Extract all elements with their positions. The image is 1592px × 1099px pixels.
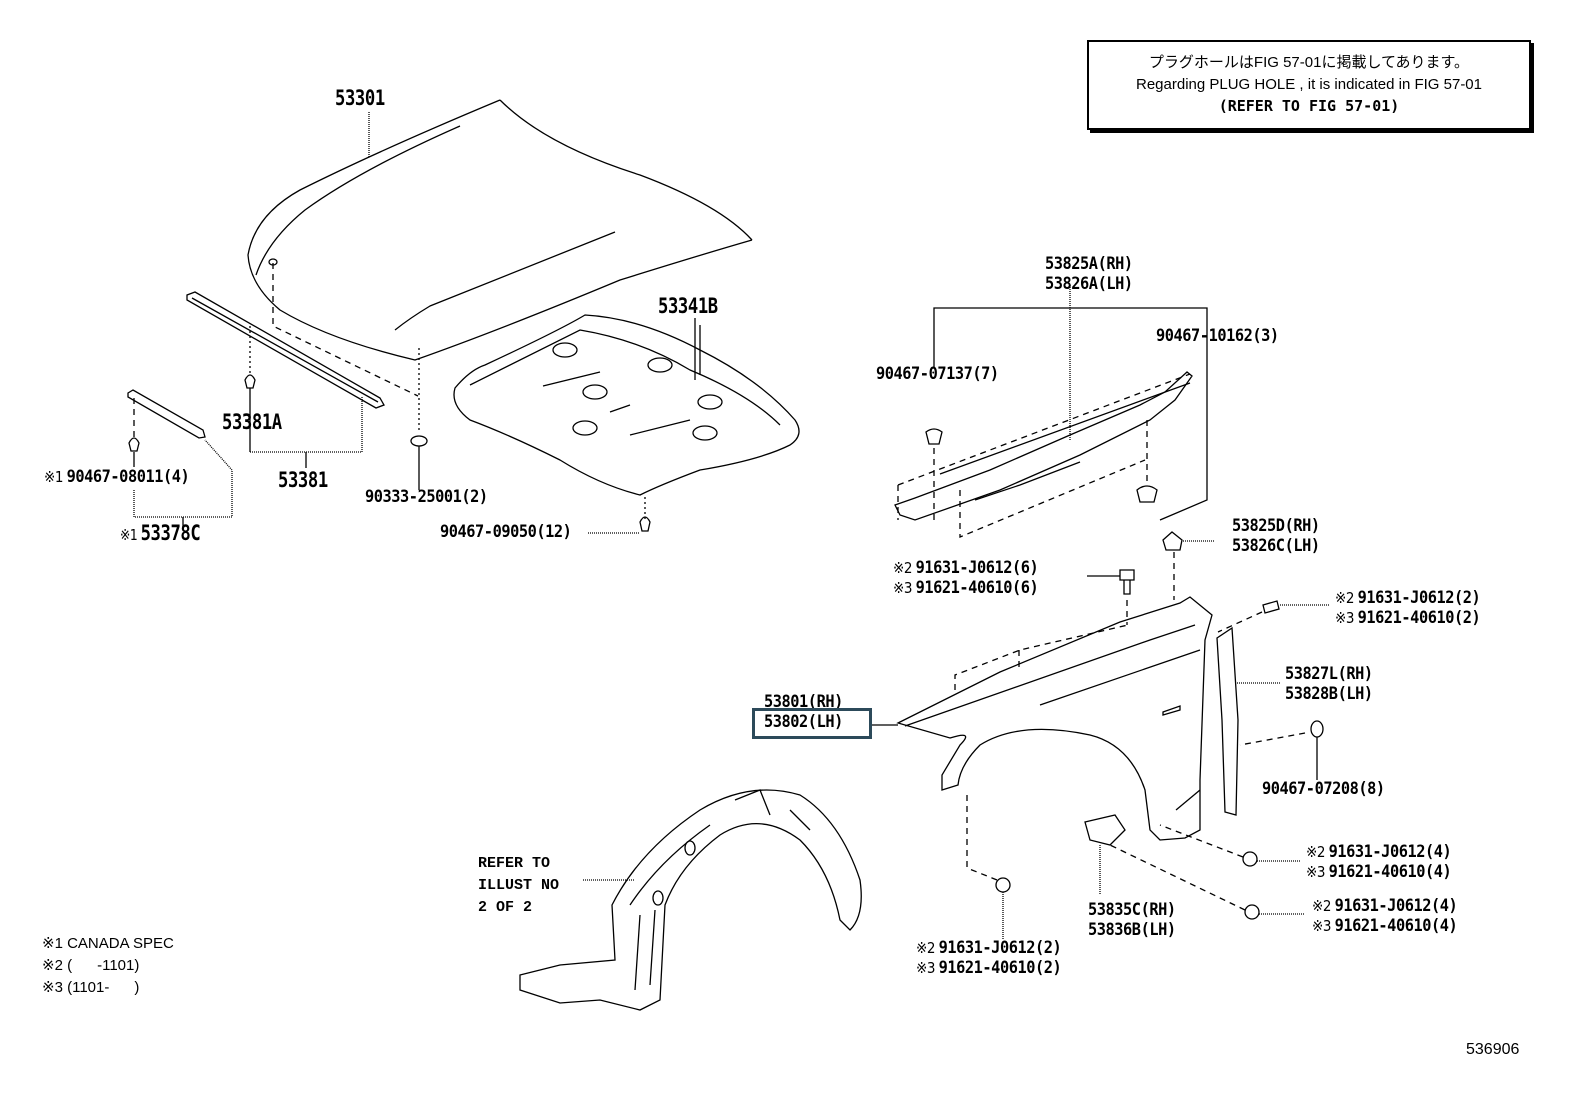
part-lh: 53802(LH) [764, 712, 843, 732]
part-label-clip-09050[interactable]: 90467-09050(12) [440, 522, 572, 542]
spec-marker: ※2 [1312, 897, 1332, 915]
spec-marker: ※3 [1312, 917, 1332, 935]
refer-line: REFER TO [478, 855, 551, 872]
legend-text: (1101- ) [67, 979, 140, 996]
part-rh: 53801(RH) [764, 692, 843, 712]
hood-panel [247, 99, 753, 432]
part-lh: 53836B(LH) [1088, 920, 1176, 940]
legend-item: ※2 ( -1101) [42, 955, 174, 977]
bolt-icon [1242, 851, 1258, 867]
canada-seal-strip [127, 389, 233, 530]
bolt-icon [1244, 904, 1260, 920]
clip-icon [1310, 720, 1324, 738]
part-label-fender-cushion[interactable]: 53825D(RH) 53826C(LH) [1232, 516, 1320, 556]
part-lh: 53826C(LH) [1232, 536, 1320, 556]
fender-cushion-icon [1162, 531, 1183, 551]
clip-icon [639, 516, 651, 532]
note-english: Regarding PLUG HOLE , it is indicated in… [1136, 76, 1482, 93]
legend-text: ( -1101) [67, 957, 140, 974]
bolt-part: 91631-J0612(2) [938, 938, 1062, 958]
refer-line: 2 OF 2 [478, 899, 533, 916]
fender-bracket [1084, 814, 1126, 846]
spec-marker: ※3 [1306, 863, 1326, 881]
cushion-icon [410, 435, 428, 447]
bolt-part: 91631-J0612(4) [1328, 842, 1452, 862]
bolt-part: 91621-40610(2) [1357, 608, 1481, 628]
canada-marker: ※1 [44, 468, 64, 486]
legend-mark: ※1 [42, 935, 63, 952]
part-label-seal[interactable]: 53381 [278, 468, 328, 492]
fender-protector [1216, 626, 1239, 816]
fender-liner [519, 789, 862, 1011]
part-label-hood-insulator[interactable]: 53341B [658, 294, 718, 318]
bolt-part: 91621-40610(4) [1334, 916, 1458, 936]
bolt-part: 91621-40610(6) [915, 578, 1039, 598]
legend-item: ※1 CANADA SPEC [42, 933, 174, 955]
bolt-icon [995, 877, 1011, 893]
part-label-clip-07137[interactable]: 90467-07137(7) [876, 364, 999, 384]
spec-marker: ※2 [916, 939, 936, 957]
part-label-clip-07208[interactable]: 90467-07208(8) [1262, 779, 1385, 799]
plug-hole-note: プラグホールはFIG 57-01に掲載してあります。 Regarding PLU… [1087, 40, 1531, 130]
refer-illustration-note[interactable]: REFER TO ILLUST NO 2 OF 2 [478, 853, 559, 919]
part-label-clip-10162[interactable]: 90467-10162(3) [1156, 326, 1279, 346]
part-lh: 53828B(LH) [1285, 684, 1373, 704]
part-label-cushion-25001[interactable]: 90333-25001(2) [365, 487, 488, 507]
part-rh: 53825D(RH) [1232, 516, 1320, 536]
part-label-fender[interactable]: 53801(RH) 53802(LH) [764, 692, 843, 732]
spec-marker: ※3 [893, 579, 913, 597]
hood-insulator [453, 314, 800, 496]
note-refer: (REFER TO FIG 57-01) [1218, 97, 1400, 115]
part-rh: 53827L(RH) [1285, 664, 1373, 684]
bolt-icon [1119, 569, 1135, 595]
bolt-part: 91631-J0612(6) [915, 558, 1039, 578]
part-lh: 53826A(LH) [1045, 274, 1133, 294]
part-label-fender-protector[interactable]: 53827L(RH) 53828B(LH) [1285, 664, 1373, 704]
bolt-icon [1262, 600, 1280, 614]
refer-line: ILLUST NO [478, 877, 560, 894]
legend-item: ※3 (1101- ) [42, 977, 174, 999]
hood-seal-strip [186, 291, 385, 468]
part-rh: 53825A(RH) [1045, 254, 1133, 274]
canada-marker: ※1 [120, 526, 138, 544]
spec-marker: ※3 [1335, 609, 1355, 627]
part-label-hood[interactable]: 53301 [335, 86, 385, 110]
legend-mark: ※3 [42, 979, 63, 996]
bolt-part: 91621-40610(4) [1328, 862, 1452, 882]
note-japanese: プラグホールはFIG 57-01に掲載してあります。 [1148, 54, 1470, 71]
front-fender [896, 596, 1213, 868]
spec-marker: ※2 [1335, 589, 1355, 607]
legend-text: CANADA SPEC [67, 935, 174, 952]
spec-marker: ※2 [1306, 843, 1326, 861]
bolt-part: 91621-40610(2) [938, 958, 1062, 978]
highlight-selected-part [752, 708, 872, 739]
bolt-part: 91631-J0612(2) [1357, 588, 1481, 608]
fender-seal [894, 285, 1208, 538]
spec-marker: ※2 [893, 559, 913, 577]
part-label-fender-bracket[interactable]: 53835C(RH) 53836B(LH) [1088, 900, 1176, 940]
part-label-fender-seal[interactable]: 53825A(RH) 53826A(LH) [1045, 254, 1133, 294]
part-label-seal-a[interactable]: 53381A [222, 410, 282, 434]
illustration-number: 536906 [1466, 1041, 1520, 1058]
bolt-part: 91631-J0612(4) [1334, 896, 1458, 916]
legend-mark: ※2 [42, 957, 63, 974]
part-rh: 53835C(RH) [1088, 900, 1176, 920]
spec-legend: ※1 CANADA SPEC ※2 ( -1101) ※3 (1101- ) [42, 933, 174, 999]
spec-marker: ※3 [916, 959, 936, 977]
